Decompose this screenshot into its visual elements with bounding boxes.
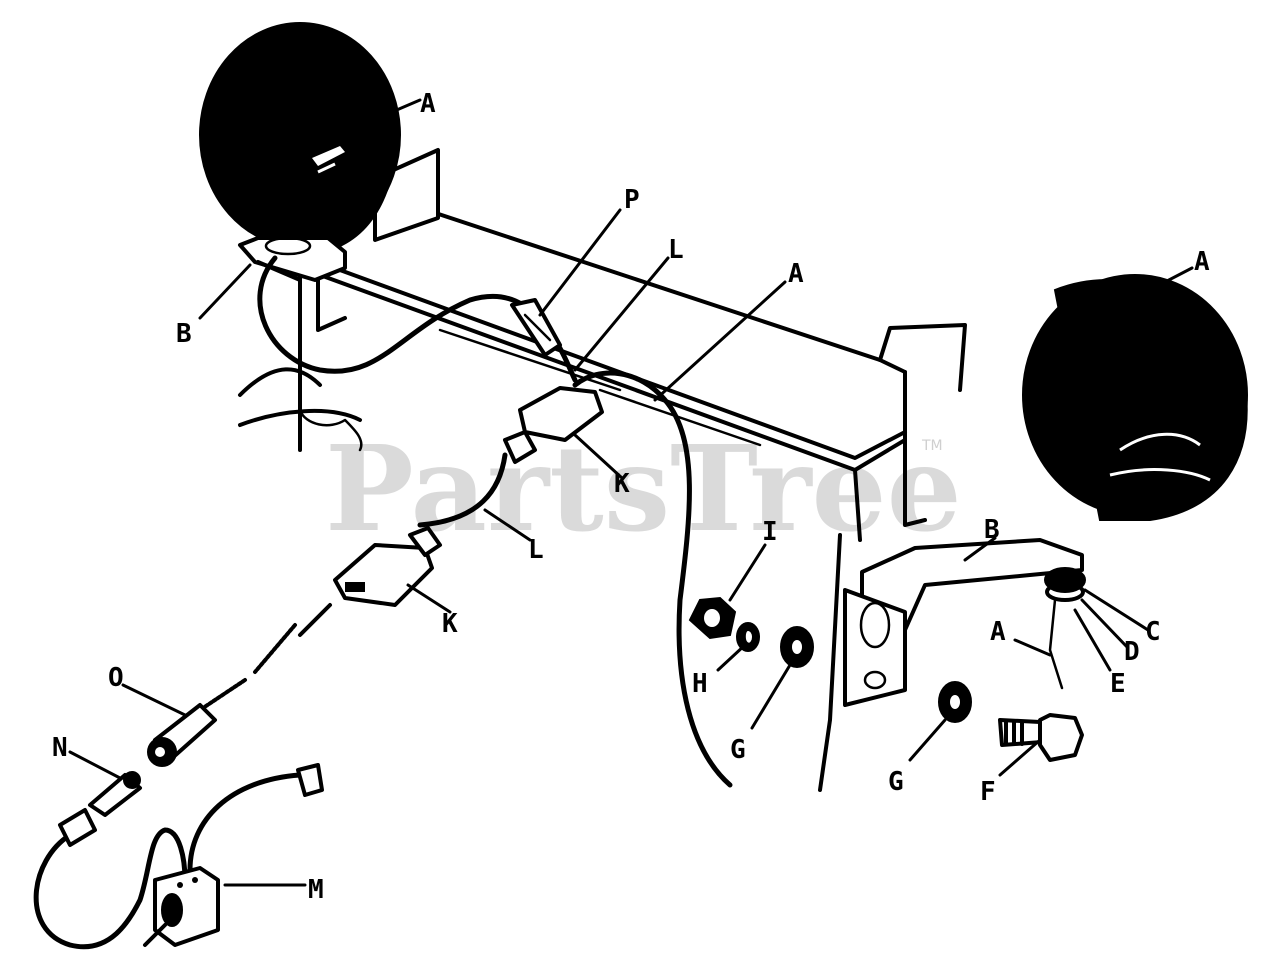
right-headlamp bbox=[1022, 274, 1248, 521]
lock-washer bbox=[736, 622, 760, 652]
callout-k-lower: K bbox=[442, 609, 458, 639]
inline-fuse-holder bbox=[510, 298, 562, 357]
callout-o: O bbox=[108, 663, 124, 693]
callout-b-left-bracket: B bbox=[176, 319, 192, 349]
hex-bolt bbox=[998, 713, 1084, 762]
callout-a-left-lamp: A bbox=[420, 89, 436, 119]
right-lamp-mount-hardware bbox=[1044, 567, 1086, 690]
left-headlamp bbox=[199, 22, 401, 252]
callout-d: D bbox=[1124, 637, 1140, 667]
callout-a-harness: A bbox=[788, 259, 804, 289]
nut bbox=[688, 596, 737, 640]
callout-h: H bbox=[692, 669, 708, 699]
callout-labels: A B P L A A K L K I B C D A E H C G G F … bbox=[52, 89, 1210, 905]
callout-g-upper: G bbox=[730, 735, 746, 765]
callout-p: P bbox=[624, 185, 640, 215]
mounting-bar bbox=[316, 148, 967, 542]
callout-b-right-bracket: B bbox=[984, 515, 1000, 545]
plug-body bbox=[147, 703, 217, 767]
frame-edge-line bbox=[818, 533, 842, 792]
callout-i: I bbox=[762, 517, 778, 547]
right-lamp-bracket bbox=[843, 538, 1084, 707]
left-lamp-bracket bbox=[238, 236, 347, 302]
fuse bbox=[88, 771, 142, 817]
flat-washer-lower bbox=[938, 681, 972, 723]
callout-n: N bbox=[52, 733, 68, 763]
callout-e: E bbox=[1110, 669, 1126, 699]
callout-g-lower: G bbox=[888, 767, 904, 797]
callout-a-right-lamp: A bbox=[1194, 247, 1210, 277]
lower-connector bbox=[333, 526, 442, 607]
callout-c-right: C bbox=[1145, 617, 1161, 647]
callout-l-lower: L bbox=[528, 535, 544, 565]
callout-a-right-wire: A bbox=[990, 617, 1006, 647]
flat-washer-upper bbox=[780, 626, 814, 668]
callout-f: F bbox=[980, 777, 996, 807]
toggle-switch bbox=[33, 763, 324, 950]
callout-k-upper: K bbox=[614, 469, 630, 499]
callout-c-washer: C bbox=[740, 623, 756, 653]
watermark-trademark: TM bbox=[921, 438, 943, 454]
callout-m: M bbox=[308, 875, 324, 905]
leader-lines bbox=[68, 98, 1194, 887]
upper-connector bbox=[503, 386, 604, 464]
callout-l-upper: L bbox=[668, 235, 684, 265]
coiled-lead bbox=[198, 603, 332, 712]
